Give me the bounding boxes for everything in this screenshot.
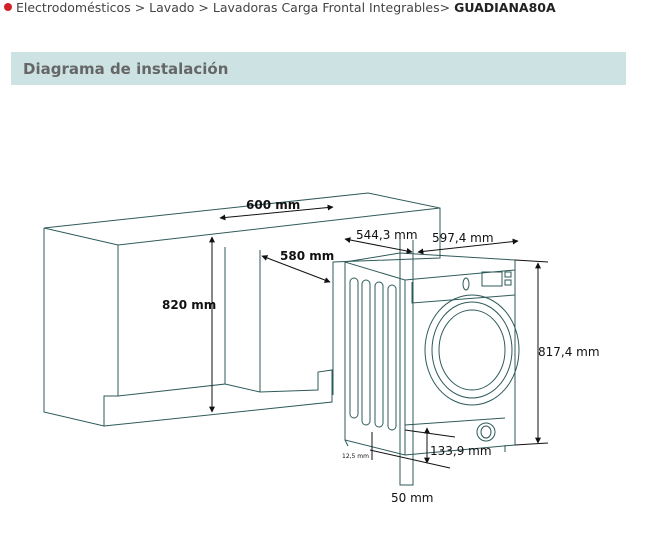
dim-cabinet-width: 600 mm	[246, 198, 300, 212]
section-title: Diagrama de instalación	[23, 60, 229, 78]
separator: >	[439, 0, 451, 15]
breadcrumb-item[interactable]: Lavadoras Carga Frontal Integrables	[212, 0, 440, 15]
dim-machine-depth: 544,3 mm	[356, 228, 418, 242]
breadcrumb-item[interactable]: Electrodomésticos	[16, 0, 131, 15]
dim-gap: 50 mm	[391, 491, 433, 505]
breadcrumb-item[interactable]: Lavado	[149, 0, 195, 15]
dim-machine-height: 817,4 mm	[538, 345, 600, 359]
breadcrumb: Electrodomésticos > Lavado > Lavadoras C…	[4, 0, 556, 15]
dim-cabinet-height: 820 mm	[162, 298, 216, 312]
dim-foot-height: 133,9 mm	[430, 444, 492, 458]
bullet-icon	[4, 3, 12, 11]
dimension-lines	[209, 204, 549, 469]
breadcrumb-current: GUADIANA80A	[454, 0, 556, 15]
section-header: Diagrama de instalación	[11, 52, 626, 85]
dim-cabinet-depth: 580 mm	[280, 249, 334, 263]
separator: >	[134, 0, 146, 15]
dim-foot-adjust: 12,5 mm	[342, 453, 369, 460]
dim-machine-width: 597,4 mm	[432, 231, 494, 245]
separator: >	[198, 0, 209, 15]
